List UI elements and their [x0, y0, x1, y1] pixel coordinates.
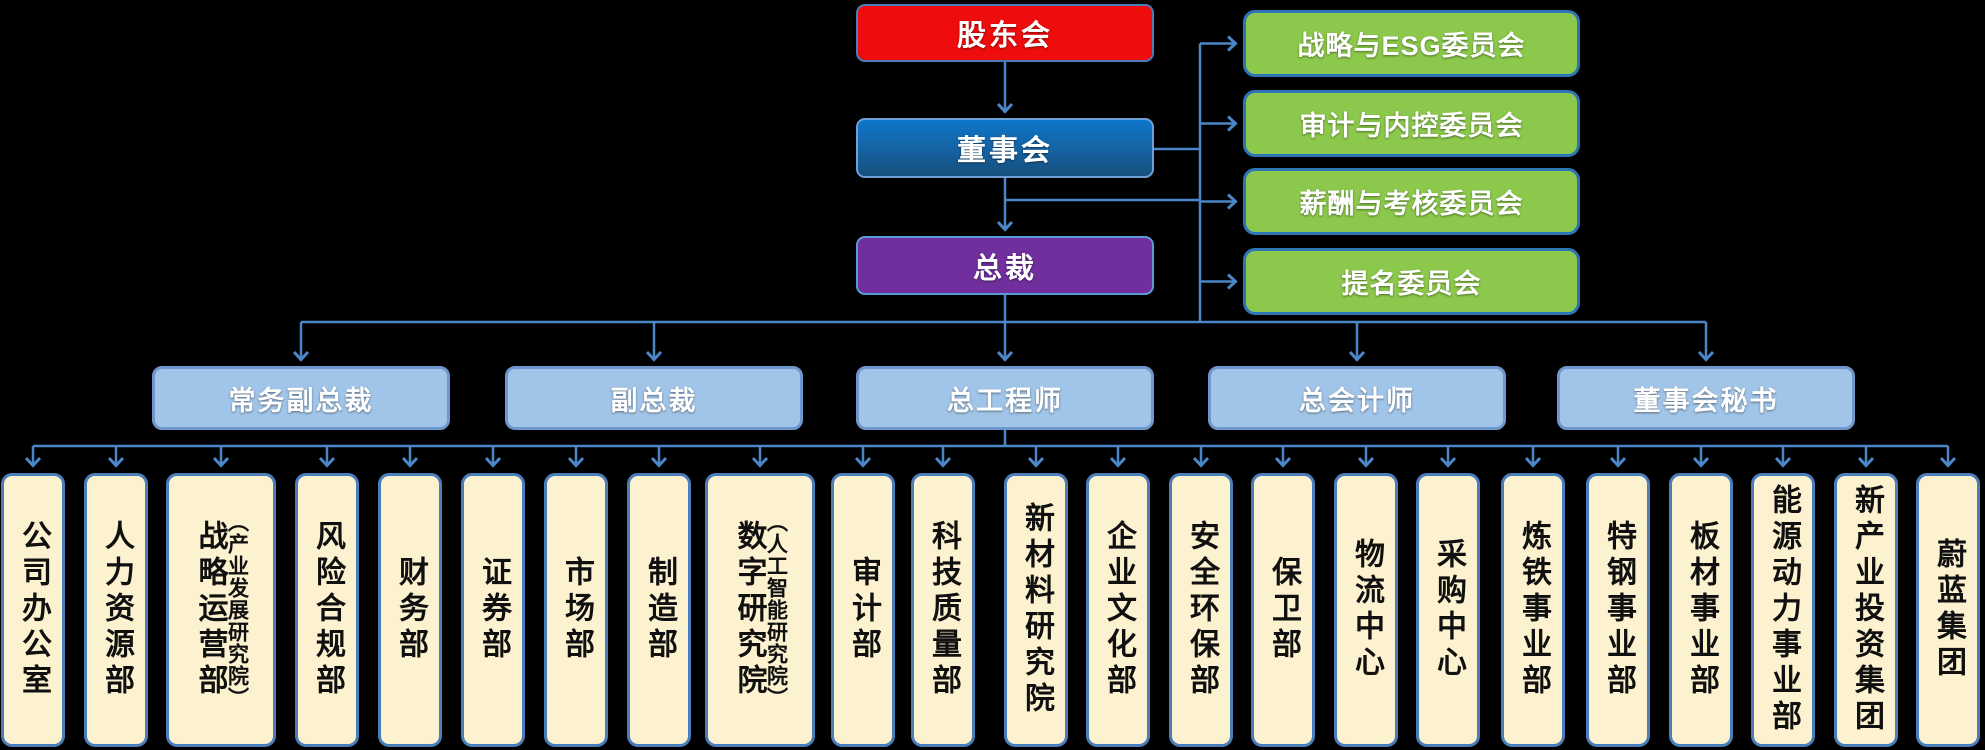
node-department: 风险合规部: [295, 473, 359, 747]
department-label: 风险合规部: [311, 520, 344, 700]
department-label: 物流中心: [1350, 538, 1383, 682]
department-label: 财务部: [394, 556, 427, 664]
department-label: 安全环保部: [1185, 520, 1218, 700]
node-department: 安全环保部: [1169, 473, 1233, 747]
node-department: 蔚蓝集团: [1916, 473, 1980, 747]
node-executive-vp: 副总裁: [505, 366, 803, 430]
node-department: 数字研究院（人工智能研究院）: [705, 473, 815, 747]
node-department: 采购中心: [1416, 473, 1480, 747]
node-department: 新材料研究院: [1004, 473, 1068, 747]
node-executive-vp-executive: 常务副总裁: [152, 366, 450, 430]
department-label: 板材事业部: [1685, 520, 1718, 700]
department-label: 数字研究院: [732, 520, 766, 700]
node-committee-compensation: 薪酬与考核委员会: [1243, 168, 1580, 235]
node-department: 炼铁事业部: [1501, 473, 1565, 747]
department-label: 采购中心: [1432, 538, 1465, 682]
department-label: 战略运营部: [193, 520, 227, 700]
node-department: 市场部: [544, 473, 608, 747]
node-chief-accountant: 总会计师: [1208, 366, 1506, 430]
department-label: 公司办公室: [17, 520, 50, 700]
node-committee-nomination: 提名委员会: [1243, 248, 1580, 315]
node-department: 物流中心: [1334, 473, 1398, 747]
node-department: 财务部: [378, 473, 442, 747]
department-label: 企业文化部: [1102, 520, 1135, 700]
node-department: 战略运营部（产业发展研究院）: [166, 473, 276, 747]
node-department: 科技质量部: [911, 473, 975, 747]
node-shareholders: 股东会: [856, 4, 1154, 62]
node-board: 董事会: [856, 118, 1154, 178]
node-department: 能源动力事业部: [1751, 473, 1815, 747]
node-chief-engineer: 总工程师: [856, 366, 1154, 430]
node-department: 制造部: [627, 473, 691, 747]
node-board-secretary: 董事会秘书: [1557, 366, 1855, 430]
department-label: 市场部: [560, 556, 593, 664]
department-label: 蔚蓝集团: [1932, 538, 1965, 682]
department-label: 人力资源部: [100, 520, 133, 700]
department-label: 审计部: [847, 556, 880, 664]
department-label: 保卫部: [1267, 556, 1300, 664]
node-department: 公司办公室: [1, 473, 65, 747]
department-label: 新材料研究院: [1020, 502, 1053, 718]
node-committee-strategy-esg: 战略与ESG委员会: [1243, 10, 1580, 77]
node-department: 企业文化部: [1086, 473, 1150, 747]
department-label: 特钢事业部: [1602, 520, 1635, 700]
node-department: 特钢事业部: [1586, 473, 1650, 747]
node-department: 人力资源部: [84, 473, 148, 747]
department-label: 科技质量部: [927, 520, 960, 700]
department-label: 新产业投资集团: [1850, 484, 1883, 736]
node-department: 证券部: [461, 473, 525, 747]
node-department: 审计部: [831, 473, 895, 747]
department-sublabel: （产业发展研究院）: [225, 511, 249, 709]
department-label: 证券部: [477, 556, 510, 664]
department-label: 炼铁事业部: [1517, 520, 1550, 700]
department-sublabel: （人工智能研究院）: [764, 511, 788, 709]
node-department: 新产业投资集团: [1834, 473, 1898, 747]
department-label: 制造部: [643, 556, 676, 664]
node-department: 板材事业部: [1669, 473, 1733, 747]
node-department: 保卫部: [1251, 473, 1315, 747]
department-label: 能源动力事业部: [1767, 484, 1800, 736]
node-committee-audit: 审计与内控委员会: [1243, 90, 1580, 157]
node-president: 总裁: [856, 236, 1154, 295]
